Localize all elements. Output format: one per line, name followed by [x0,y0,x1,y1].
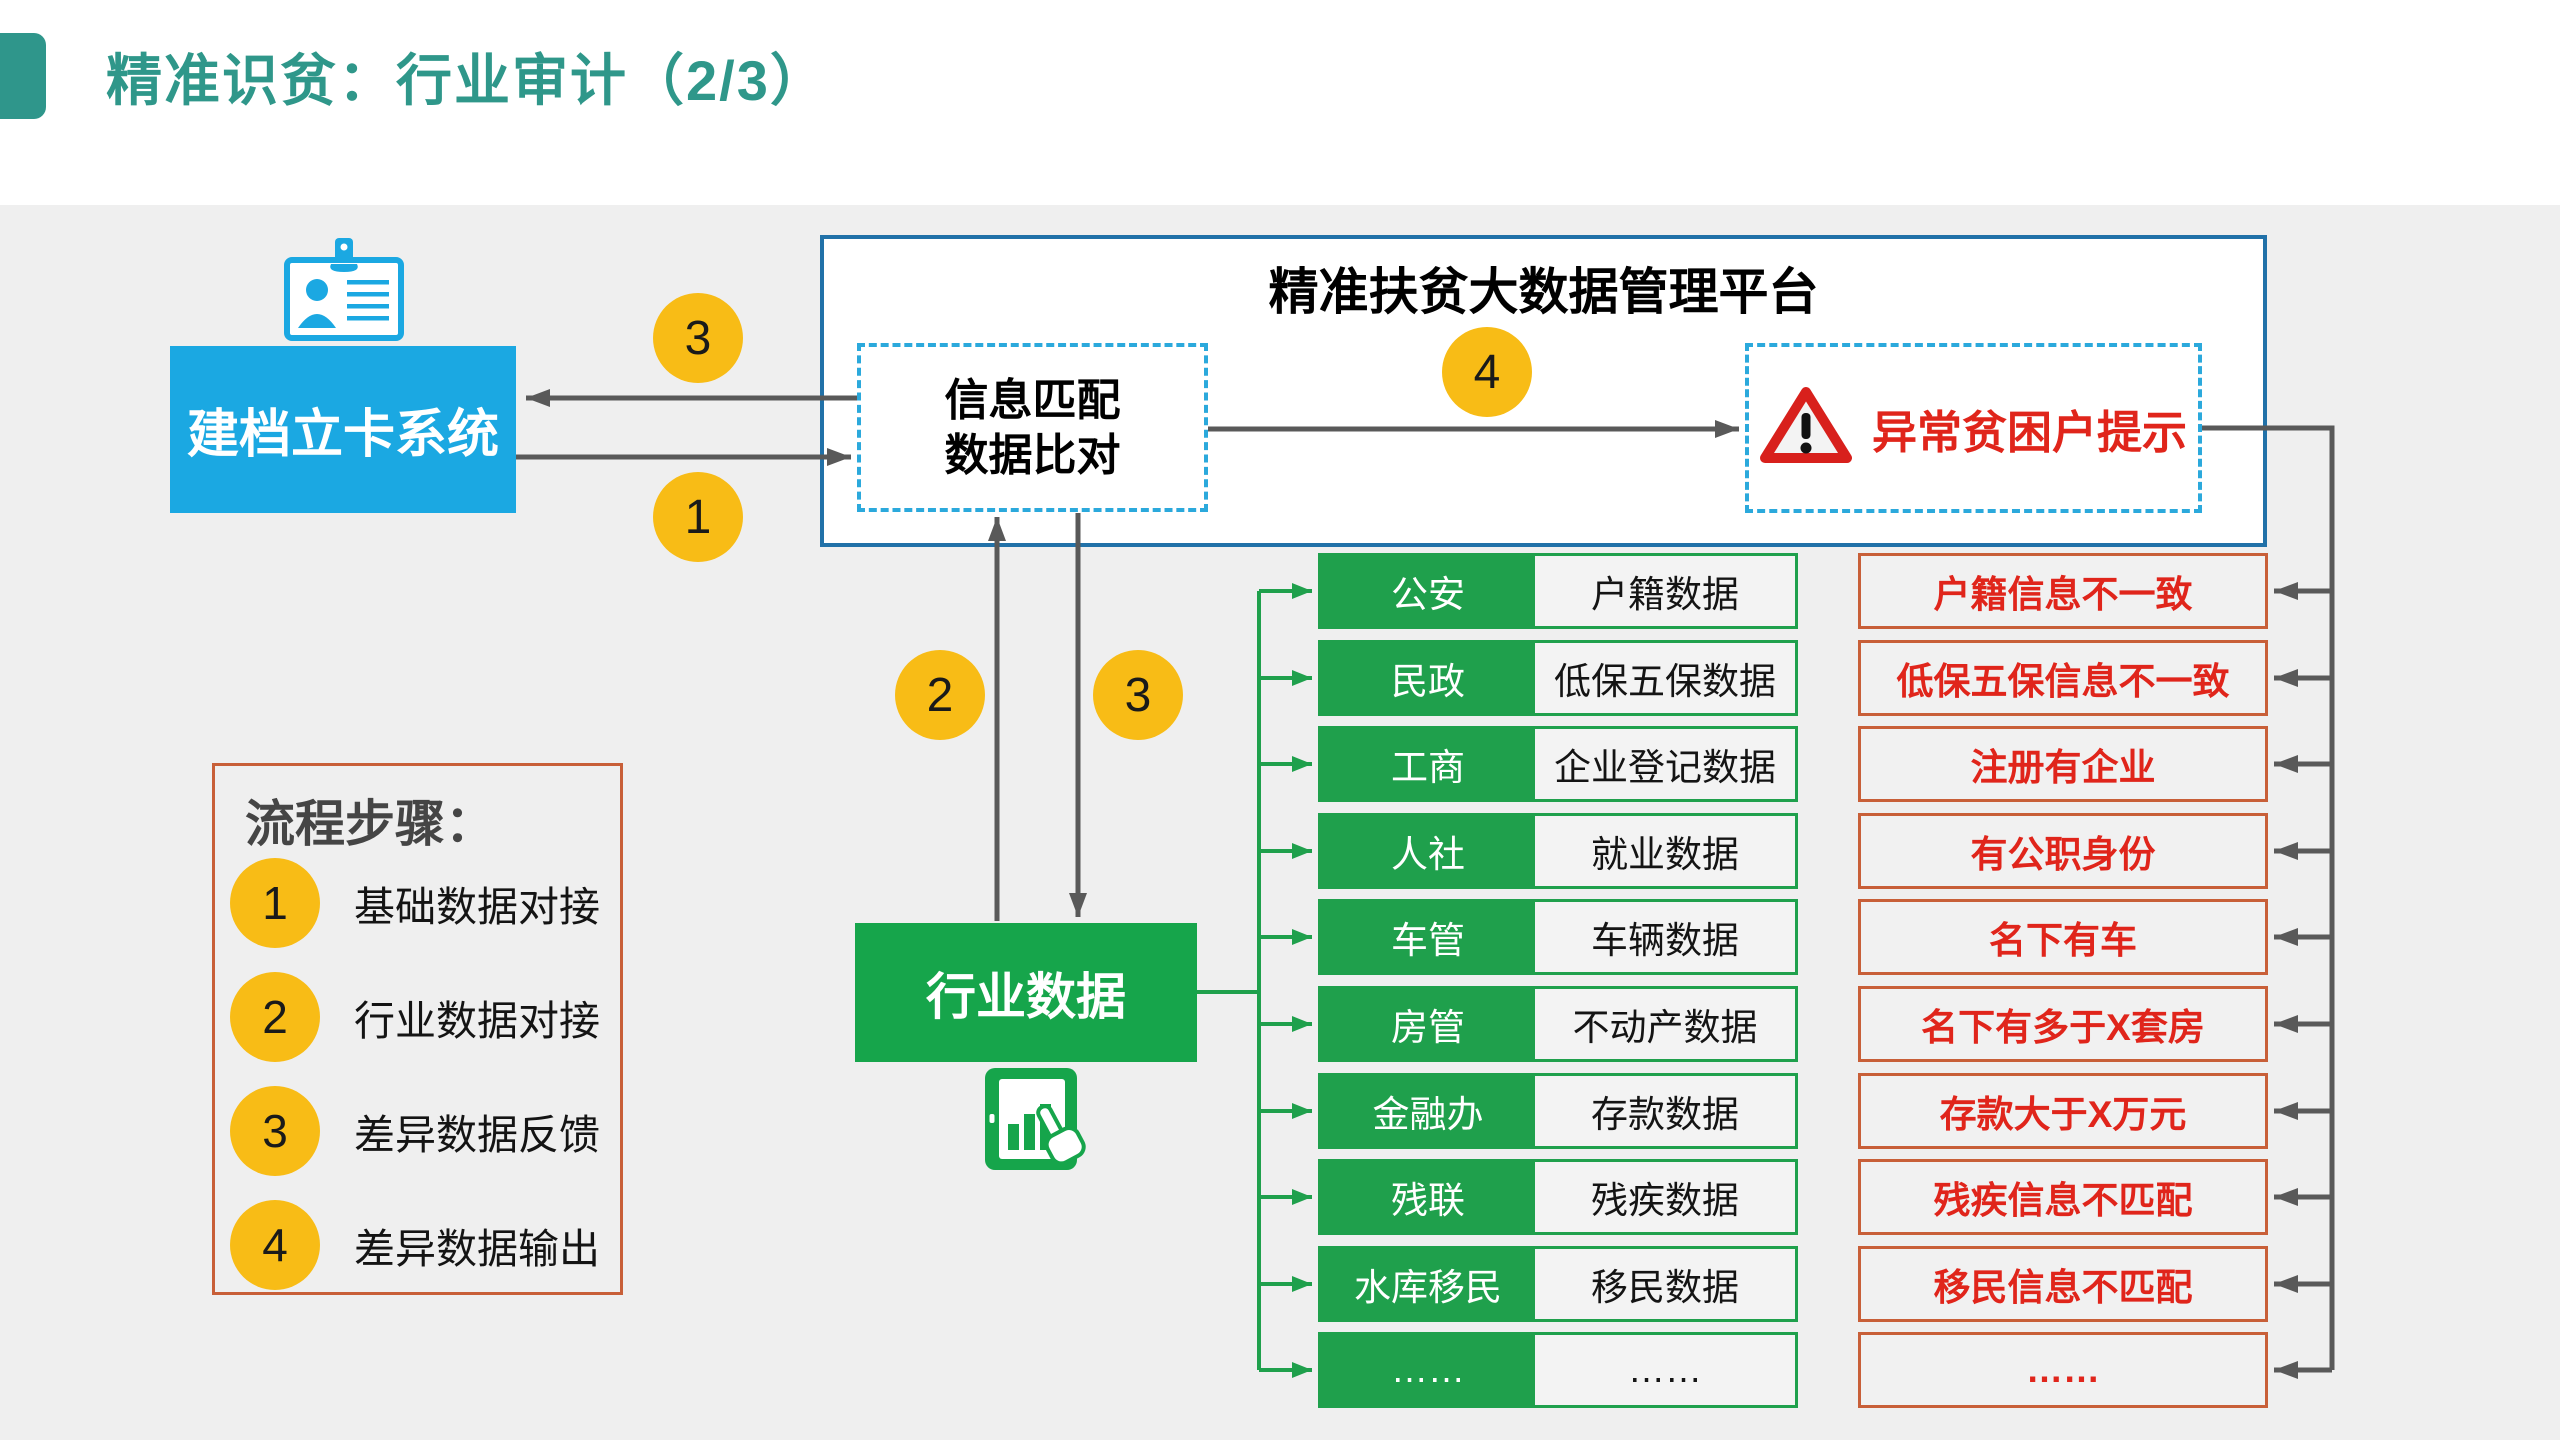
dept-name-cell: 工商 [1321,729,1535,799]
alert-result-box: …… [1858,1332,2268,1408]
page-title: 精准识贫：行业审计（2/3） [106,49,828,112]
flow-badge-4: 4 [1442,327,1532,417]
match-line-1: 信息匹配 [944,375,1121,425]
dept-data-cell: 移民数据 [1535,1249,1795,1319]
process-step: 1 基础数据对接 [230,858,600,948]
process-step: 2 行业数据对接 [230,972,600,1062]
match-line-2: 数据比对 [944,430,1121,480]
flow-badge-3-mid: 3 [1093,650,1183,740]
warning-triangle-icon [1759,385,1852,472]
abnormal-alert-box: 异常贫困户提示 [1745,343,2202,513]
match-compare-box: 信息匹配 数据比对 [857,343,1208,512]
abnormal-alert-label: 异常贫困户提示 [1871,406,2187,458]
dept-name-cell: …… [1321,1335,1535,1405]
dept-data-cell: …… [1535,1335,1795,1405]
alert-result-box: 注册有企业 [1858,726,2268,802]
process-step-number: 4 [230,1200,320,1290]
dept-data-cell: 就业数据 [1535,816,1795,886]
process-step-label: 差异数据输出 [354,1226,600,1272]
process-steps-title: 流程步骤： [245,796,495,852]
dept-data-cell: 企业登记数据 [1535,729,1795,799]
dept-name-cell: 车管 [1321,902,1535,972]
dept-row: 房管不动产数据 [1318,986,1798,1062]
dept-name-cell: 人社 [1321,816,1535,886]
process-step-label: 行业数据对接 [354,998,600,1044]
dept-row: 公安户籍数据 [1318,553,1798,629]
dept-row: 车管车辆数据 [1318,899,1798,975]
dept-data-cell: 不动产数据 [1535,989,1795,1059]
process-step-label: 基础数据对接 [354,884,600,930]
tablet-chart-icon [983,1068,1105,1177]
dept-data-cell: 户籍数据 [1535,556,1795,626]
dept-data-cell: 低保五保数据 [1535,643,1795,713]
process-step-label: 差异数据反馈 [354,1112,600,1158]
process-step-number: 3 [230,1086,320,1176]
process-step-number: 2 [230,972,320,1062]
dept-name-cell: 水库移民 [1321,1249,1535,1319]
process-step: 4 差异数据输出 [230,1200,600,1290]
dept-row: 水库移民移民数据 [1318,1246,1798,1322]
platform-title: 精准扶贫大数据管理平台 [1268,264,1819,320]
flow-badge-2: 2 [895,650,985,740]
alert-result-box: 名下有多于X套房 [1858,986,2268,1062]
alert-result-box: 残疾信息不匹配 [1858,1159,2268,1235]
alert-result-box: 户籍信息不一致 [1858,553,2268,629]
dept-name-cell: 民政 [1321,643,1535,713]
alert-result-box: 有公职身份 [1858,813,2268,889]
title-accent-chip [0,33,46,119]
archive-system-box: 建档立卡系统 [170,346,516,513]
id-card-icon [283,238,405,347]
dept-name-cell: 房管 [1321,989,1535,1059]
dept-row: 金融办存款数据 [1318,1073,1798,1149]
industry-data-box: 行业数据 [855,923,1197,1062]
flow-badge-3-top: 3 [653,293,743,383]
dept-row: 工商企业登记数据 [1318,726,1798,802]
dept-name-cell: 残联 [1321,1162,1535,1232]
dept-row: 残联残疾数据 [1318,1159,1798,1235]
dept-row: ………… [1318,1332,1798,1408]
process-steps-panel: 流程步骤： 1 基础数据对接 2 行业数据对接 3 差异数据反馈 4 差异数据输出 [212,763,623,1295]
alert-result-box: 低保五保信息不一致 [1858,640,2268,716]
alert-result-box: 存款大于X万元 [1858,1073,2268,1149]
process-step: 3 差异数据反馈 [230,1086,600,1176]
dept-name-cell: 公安 [1321,556,1535,626]
alert-result-box: 移民信息不匹配 [1858,1246,2268,1322]
dept-row: 人社就业数据 [1318,813,1798,889]
process-step-number: 1 [230,858,320,948]
flow-badge-1: 1 [653,472,743,562]
dept-row: 民政低保五保数据 [1318,640,1798,716]
dept-name-cell: 金融办 [1321,1076,1535,1146]
dept-data-cell: 存款数据 [1535,1076,1795,1146]
dept-data-cell: 车辆数据 [1535,902,1795,972]
alert-result-box: 名下有车 [1858,899,2268,975]
dept-data-cell: 残疾数据 [1535,1162,1795,1232]
